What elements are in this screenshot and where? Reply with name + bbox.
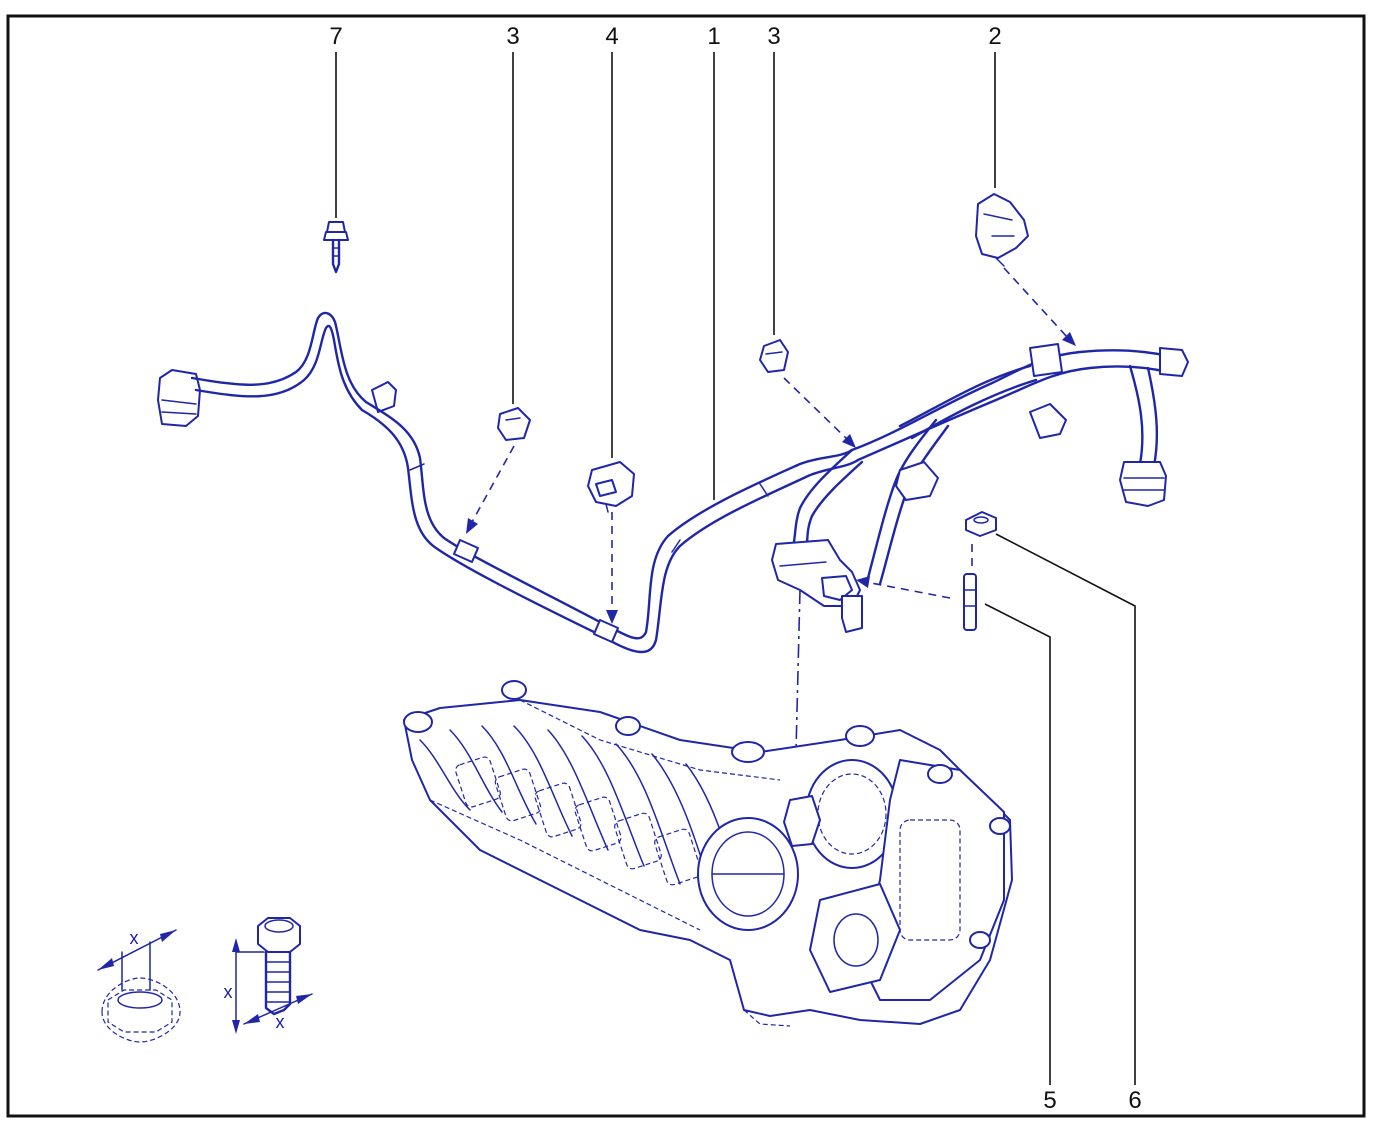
bolt-part-7 (323, 221, 349, 274)
bolt-length-label: x (224, 982, 233, 1002)
connector-part-2 (975, 193, 1029, 267)
callout-7: 7 (329, 23, 342, 50)
sensor-part-4 (587, 461, 635, 513)
callout-4: 4 (605, 23, 618, 50)
intake-manifold (403, 680, 1013, 1027)
leader-lines (335, 52, 1136, 1085)
stud-part-5 (963, 573, 977, 631)
callout-5: 5 (1043, 1087, 1056, 1114)
callout-2: 2 (988, 23, 1001, 50)
pipe-assembly-part-1 (157, 311, 860, 654)
assembly-arrows (466, 267, 1076, 833)
callout-6: 6 (1128, 1087, 1141, 1114)
callout-3b: 3 (767, 23, 780, 50)
nut-dimension-detail: x (97, 928, 181, 1043)
bolt-dimension-detail: x x (224, 917, 313, 1034)
nut-width-label: x (130, 928, 139, 948)
nut-part-6 (965, 511, 997, 537)
callout-3a: 3 (506, 23, 519, 50)
clip-part-3-left (497, 407, 531, 441)
callout-1: 1 (707, 23, 720, 50)
pipe-bundle-right (771, 343, 1189, 633)
bolt-width-label: x (276, 1012, 285, 1032)
diagram-frame (6, 14, 1366, 1118)
clip-part-3-right (759, 339, 789, 373)
